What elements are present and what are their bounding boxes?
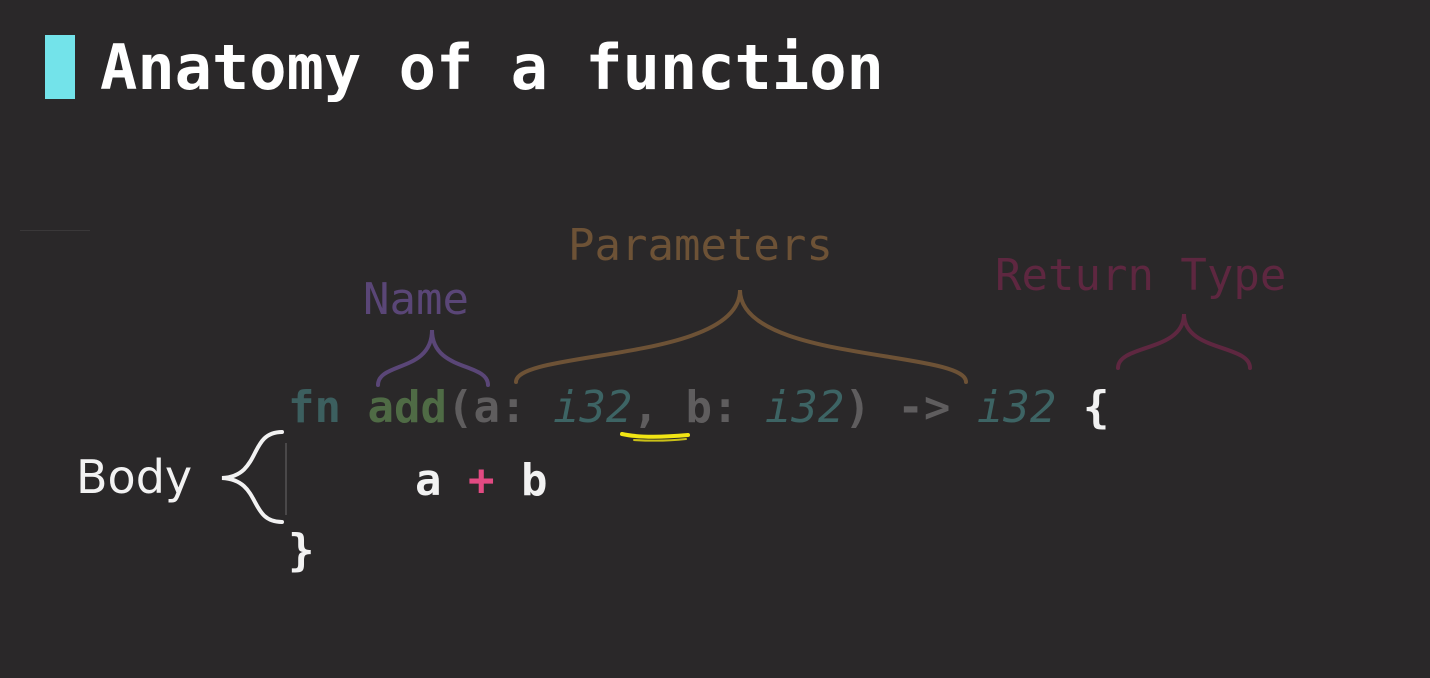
type-b: i32	[764, 382, 845, 433]
return-arrow: ->	[897, 382, 951, 433]
parameters-label: Parameters	[568, 220, 833, 271]
open-paren: (	[446, 382, 474, 433]
function-name: add	[367, 382, 447, 433]
indent-guide	[285, 443, 287, 515]
close-paren: )	[844, 382, 871, 433]
body-brace-icon	[221, 430, 284, 524]
code-line-signature: fn add(a: i32, b: i32) -> i32 {	[288, 381, 1109, 435]
param-b: b:	[685, 382, 739, 433]
comma: ,	[632, 382, 659, 433]
return-type-label: Return Type	[995, 250, 1287, 301]
code-line-close: }	[288, 524, 315, 578]
param-a: a:	[473, 382, 527, 433]
slide-title: Anatomy of a function	[100, 31, 884, 104]
var-b: b	[521, 455, 548, 506]
var-a: a	[415, 455, 442, 506]
code-line-body: a + b	[415, 454, 548, 508]
body-label: Body	[76, 450, 193, 504]
type-a: i32	[552, 382, 633, 433]
open-brace: {	[1082, 382, 1110, 433]
divider-line	[20, 230, 90, 231]
return-type-brace-icon	[1116, 313, 1252, 370]
name-brace-icon	[376, 329, 490, 387]
name-label: Name	[363, 274, 469, 325]
parameters-brace-icon	[514, 289, 968, 384]
title-accent-bar	[45, 35, 75, 99]
return-type: i32	[976, 382, 1057, 433]
close-brace: }	[288, 525, 315, 576]
fn-keyword: fn	[288, 382, 341, 433]
plus-operator: +	[468, 455, 495, 506]
